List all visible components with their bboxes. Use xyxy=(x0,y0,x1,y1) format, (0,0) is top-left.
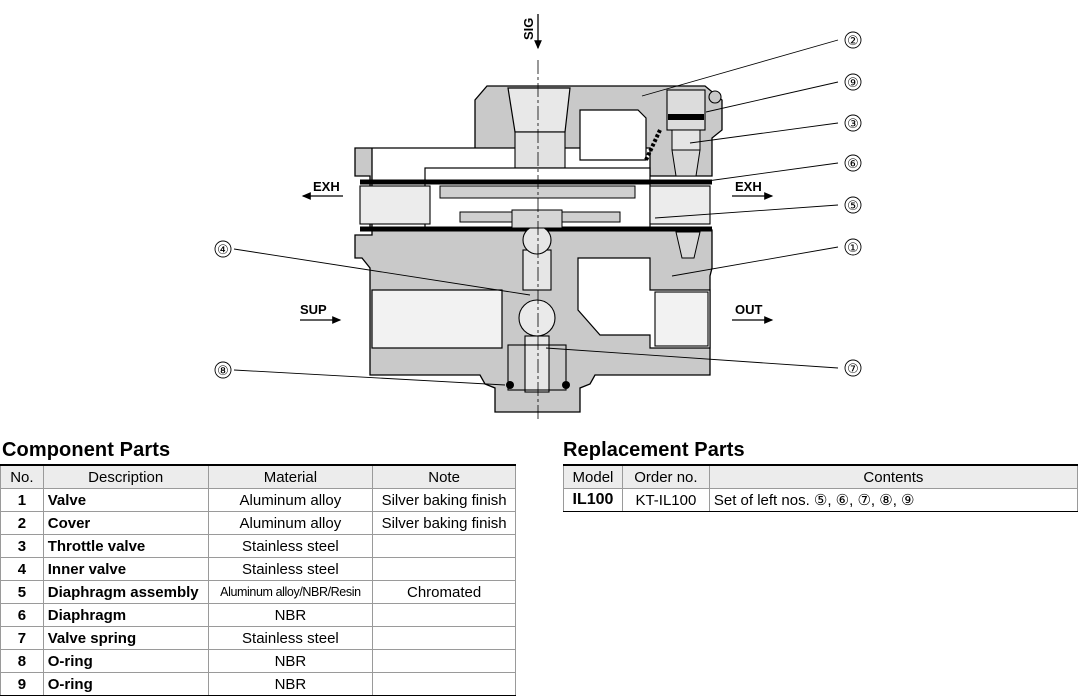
svg-text:⑧: ⑧ xyxy=(217,364,229,379)
svg-text:②: ② xyxy=(847,34,859,49)
header-material: Material xyxy=(207,464,374,489)
callout-5: ⑤ xyxy=(844,196,862,214)
sig-label: SIG xyxy=(521,18,536,40)
callout-7: ⑦ xyxy=(844,359,862,377)
table-row: IL100 KT-IL100 Set of left nos. ⑤, ⑥, ⑦,… xyxy=(563,488,1079,512)
component-parts-title: Component Parts xyxy=(2,439,171,461)
table-header-row: Model Order no. Contents xyxy=(563,464,1079,489)
header-no: No. xyxy=(0,464,44,489)
svg-text:⑨: ⑨ xyxy=(847,76,859,91)
valve-spring xyxy=(524,335,550,393)
leader-lines xyxy=(233,39,839,386)
header-note: Note xyxy=(372,464,516,489)
inner-valve-ball xyxy=(522,225,552,255)
callout-2: ② xyxy=(844,31,862,49)
svg-text:⑥: ⑥ xyxy=(847,157,859,172)
callout-3: ③ xyxy=(844,114,862,132)
exh-left-label: EXH xyxy=(313,179,340,194)
valve-cross-section-diagram: SIG EXH EXH SUP OUT ② ⑨ ③ ⑥ ⑤ ① ⑦ ④ ⑧ xyxy=(214,14,862,420)
header-contents: Contents xyxy=(708,464,1079,489)
exhaust-channel-right xyxy=(649,185,711,225)
callout-9: ⑨ xyxy=(844,73,862,91)
table-header-row: No. Description Material Note xyxy=(0,464,516,489)
header-model: Model xyxy=(563,464,623,489)
callout-6: ⑥ xyxy=(844,154,862,172)
callout-8: ⑧ xyxy=(214,361,232,379)
o-ring-right xyxy=(562,381,570,389)
o-ring-left xyxy=(506,381,514,389)
svg-text:④: ④ xyxy=(217,243,229,258)
svg-text:①: ① xyxy=(847,241,859,256)
upper-cavity xyxy=(579,109,647,161)
header-order-no: Order no. xyxy=(621,464,710,489)
supply-port-bore xyxy=(371,289,503,349)
svg-text:③: ③ xyxy=(847,117,859,132)
callout-4: ④ xyxy=(214,240,232,258)
out-label: OUT xyxy=(735,302,763,317)
exhaust-channel-left xyxy=(359,185,431,225)
inner-valve-stem xyxy=(522,249,552,291)
svg-text:⑤: ⑤ xyxy=(847,199,859,214)
throttle-valve xyxy=(666,89,706,131)
header-description: Description xyxy=(42,464,209,489)
signal-port xyxy=(507,87,571,133)
sup-label: SUP xyxy=(300,302,327,317)
exh-right-label: EXH xyxy=(735,179,762,194)
replacement-parts-table: Model Order no. Contents IL100 KT-IL100 … xyxy=(563,464,1079,512)
callout-1: ① xyxy=(844,238,862,256)
svg-text:⑦: ⑦ xyxy=(847,362,859,377)
replacement-parts-title: Replacement Parts xyxy=(563,439,745,461)
